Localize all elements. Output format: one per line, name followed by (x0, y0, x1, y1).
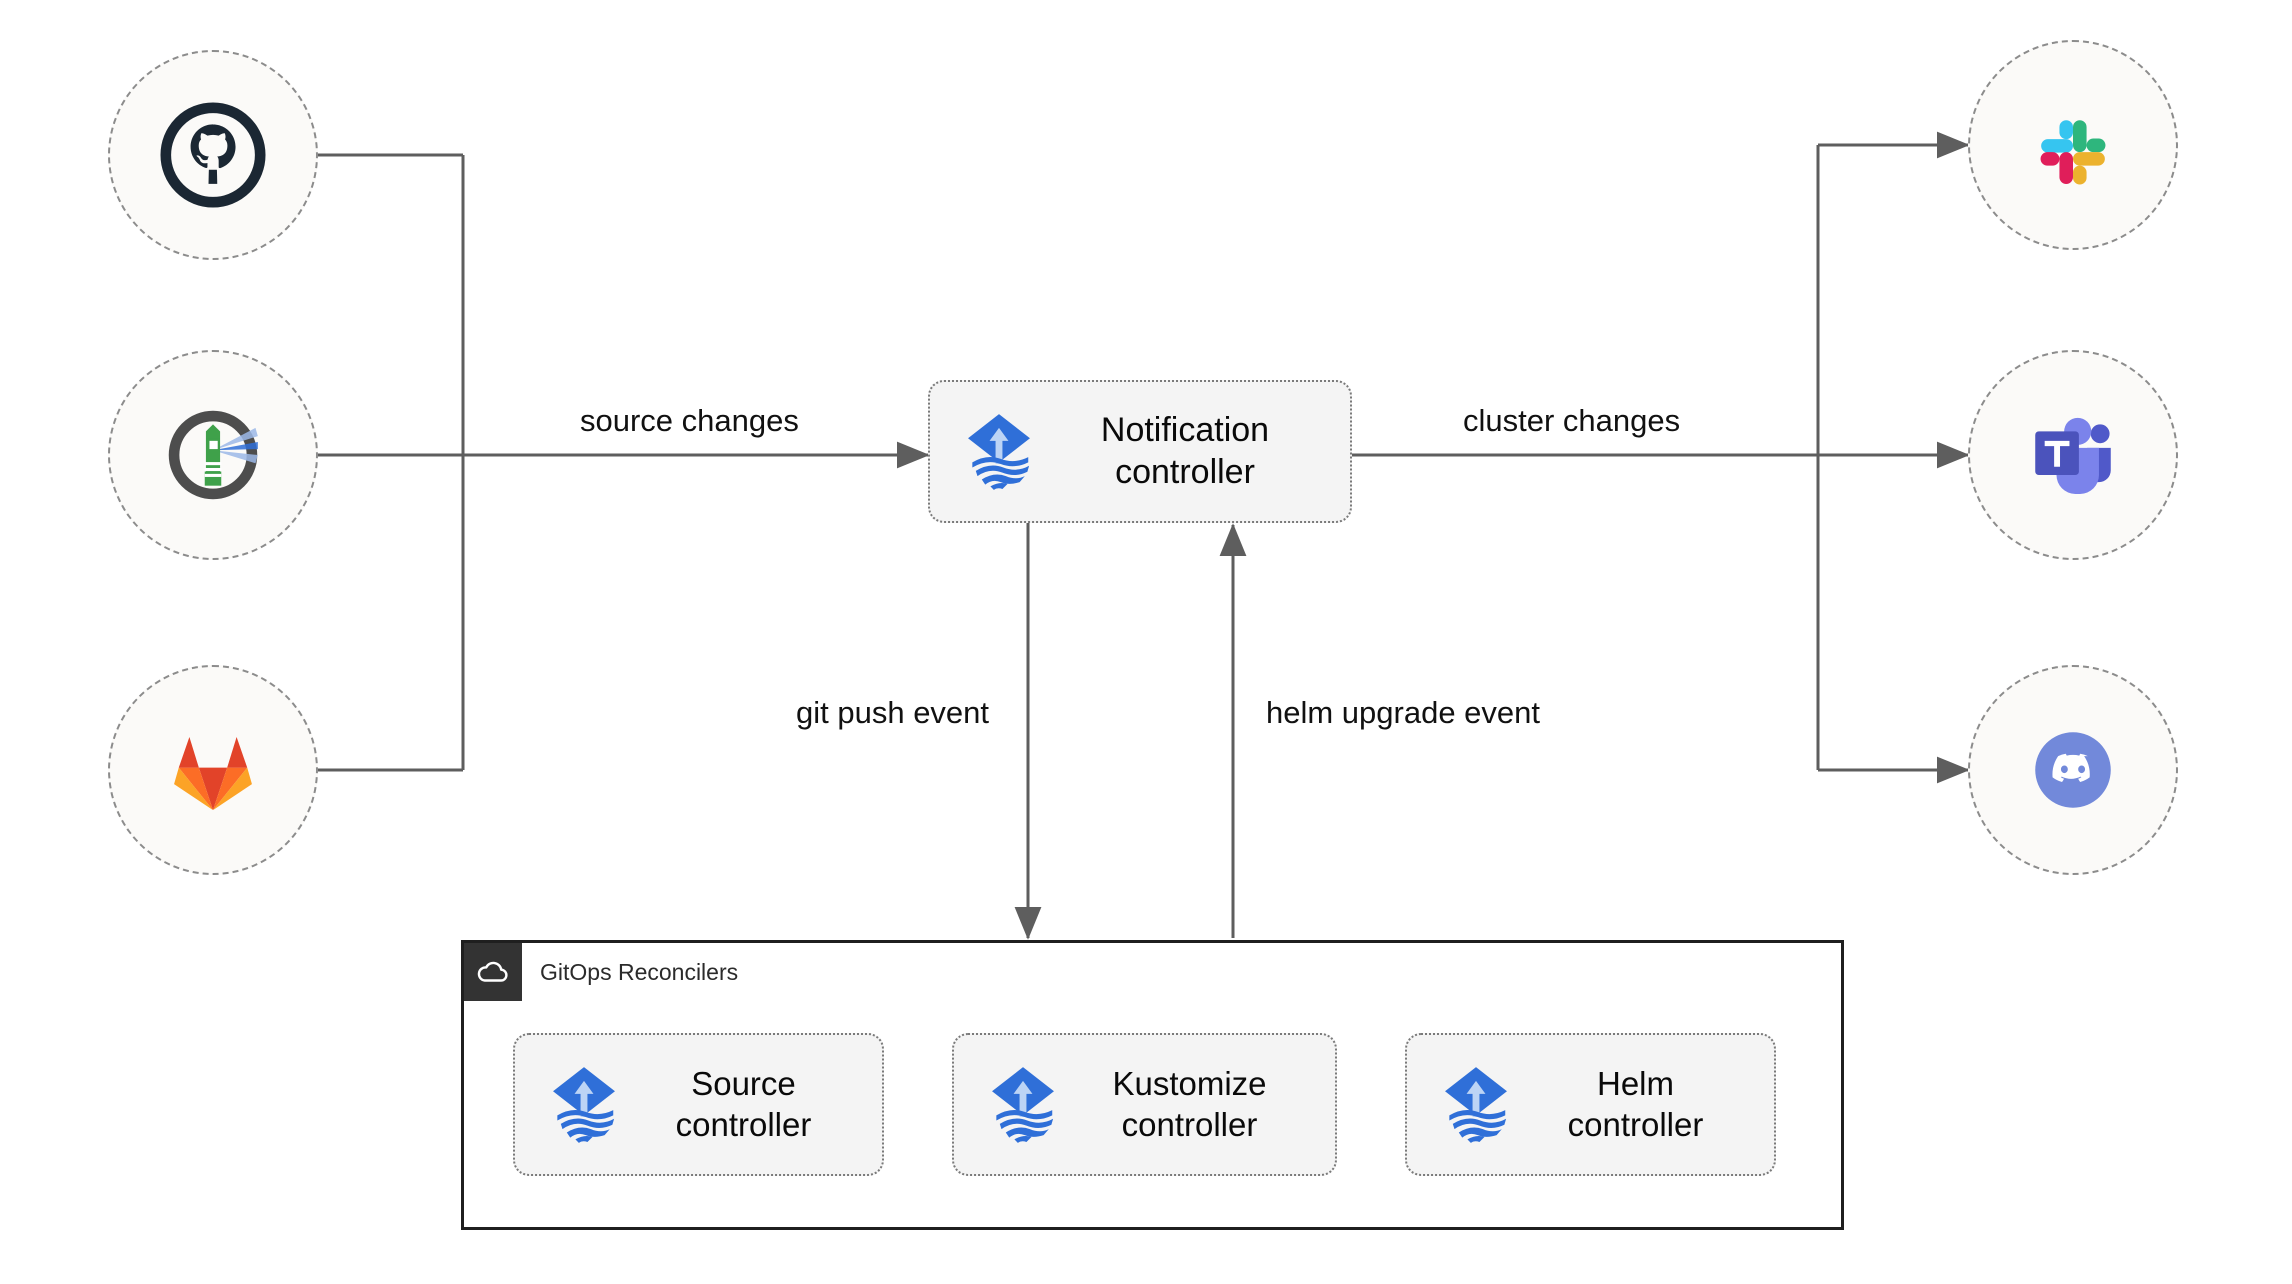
gitops-title-label: GitOps Reconcilers (540, 958, 739, 985)
kustomize-controller-box[interactable]: Kustomize controller (952, 1033, 1337, 1176)
helm-controller-box[interactable]: Helm controller (1405, 1033, 1776, 1176)
source-node-flux[interactable] (108, 350, 318, 560)
notification-controller-label: Notification controller (1100, 411, 1270, 491)
flux-logo-icon (968, 413, 1030, 490)
cloud-icon-tile (464, 943, 522, 1001)
notification-controller-box[interactable]: Notification controller (928, 380, 1352, 523)
target-node-slack[interactable] (1968, 40, 2178, 250)
source-node-github[interactable] (108, 50, 318, 260)
source-controller-box[interactable]: Source controller (513, 1033, 884, 1176)
flux-logo-icon (553, 1066, 615, 1143)
edge-label-helm-upgrade-event: helm upgrade event (1258, 695, 1549, 731)
gitops-header: GitOps Reconcilers (464, 943, 738, 1001)
flux-logo-icon (1445, 1066, 1507, 1143)
gitlab-icon (174, 736, 252, 811)
helm-controller-label: Helm controller (1567, 1065, 1704, 1143)
kustomize-controller-label: Kustomize controller (1112, 1065, 1267, 1143)
discord-icon (2035, 732, 2111, 808)
github-icon (160, 102, 266, 208)
edge-label-source-changes: source changes (572, 403, 807, 439)
source-controller-label: Source controller (675, 1065, 812, 1143)
microsoft-teams-icon (2035, 417, 2111, 494)
edge-label-cluster-changes: cluster changes (1455, 403, 1689, 439)
source-node-gitlab[interactable] (108, 665, 318, 875)
flux-logo-icon (992, 1066, 1054, 1143)
flux-lighthouse-icon (168, 410, 258, 500)
cloud-icon (477, 961, 508, 982)
slack-icon (2040, 120, 2106, 185)
edge-label-git-push-event: git push event (788, 695, 998, 731)
target-node-discord[interactable] (1968, 665, 2178, 875)
target-node-microsoft-teams[interactable] (1968, 350, 2178, 560)
